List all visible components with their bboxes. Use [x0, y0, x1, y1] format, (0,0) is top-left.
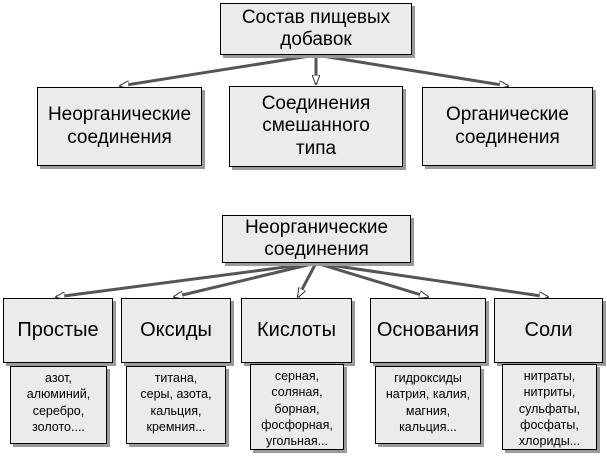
arrow-to-inorganic	[120, 53, 317, 86]
box-inorganic-compounds: Неорганические соединения	[37, 87, 202, 166]
arrow-to-simple	[56, 261, 317, 297]
examples-salts: нитраты, нитриты, сульфаты, фосфаты, хло…	[502, 364, 597, 450]
top-arrows	[120, 53, 508, 86]
arrow-to-acids	[296, 262, 318, 297]
category-salts: Соли	[494, 298, 603, 363]
arrow-to-bases	[315, 261, 428, 297]
examples-acids: серная, соляная, борная, фосфорная, угол…	[250, 364, 344, 450]
root-box-inorganic: Неорганические соединения	[222, 215, 411, 263]
category-oxides: Оксиды	[121, 298, 231, 363]
category-bases: Основания	[370, 298, 486, 363]
category-acids: Кислоты	[241, 298, 352, 363]
arrow-to-oxides	[174, 261, 317, 297]
box-mixed-compounds: Соединения смешанного типа	[229, 86, 403, 167]
category-simple: Простые	[3, 298, 113, 363]
examples-simple: азот, алюминий, серебро, золото....	[10, 366, 107, 444]
root-box-food-additives: Состав пищевых добавок	[220, 3, 412, 55]
arrow-to-salts	[315, 261, 548, 297]
box-organic-compounds: Органические соединения	[422, 87, 593, 166]
arrow-to-organic	[315, 53, 508, 86]
bottom-arrows	[56, 261, 548, 297]
examples-oxides: титана, серы, азота, кальция, кремния...	[126, 366, 226, 444]
examples-bases: гидроксиды натрия, калия, магния, кальци…	[375, 366, 481, 444]
